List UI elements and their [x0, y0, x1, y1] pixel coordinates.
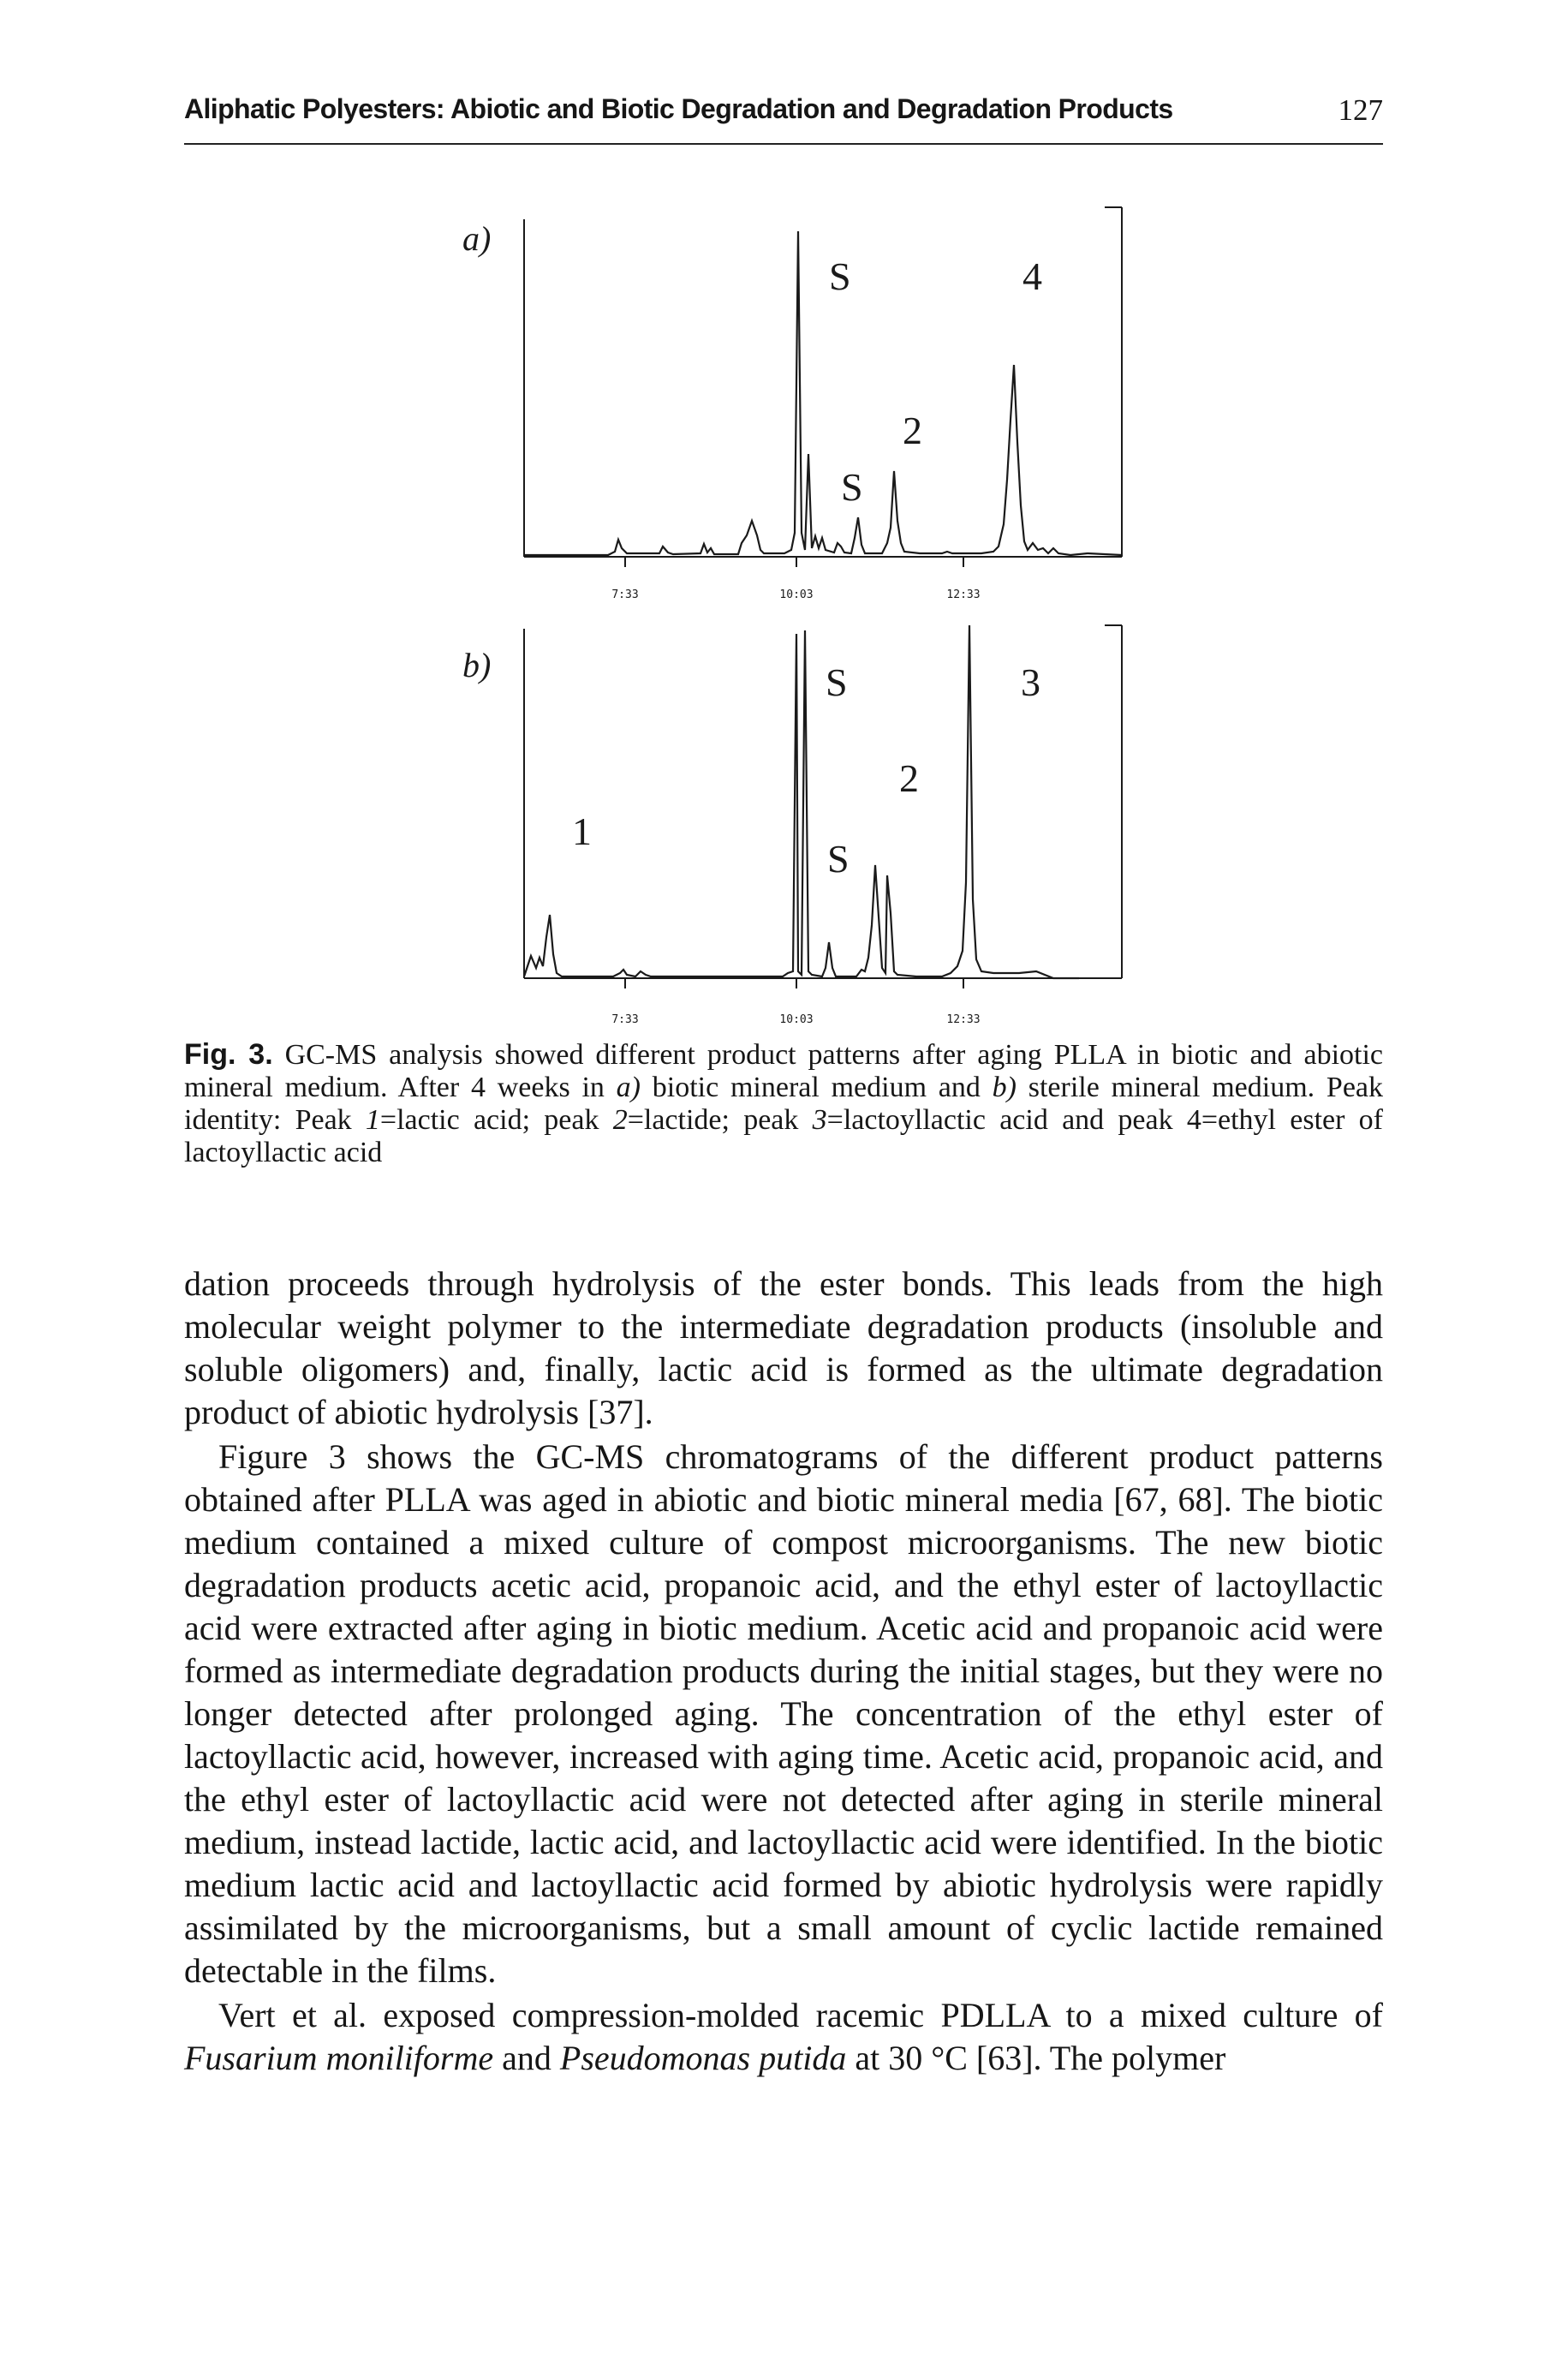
- species-name: Fusarium moniliforme: [184, 2039, 494, 2077]
- caption-text: =lactide; peak: [627, 1104, 813, 1136]
- panel-b-tick-label: 10:03: [779, 1013, 813, 1026]
- panel-b-peak-label: 1: [572, 809, 592, 853]
- panel-b-peak-label: 2: [899, 756, 919, 800]
- caption-text: biotic mineral medium and: [641, 1072, 993, 1103]
- paragraph-text: at 30 °C [63]. The polymer: [846, 2039, 1226, 2077]
- running-head: Aliphatic Polyesters: Abiotic and Biotic…: [184, 90, 1383, 145]
- panel-b-tick-label: 12:33: [946, 1013, 980, 1026]
- caption-panel-ref: a): [616, 1072, 641, 1103]
- panel-a-peak-label: S: [841, 465, 863, 509]
- panel-a-trace: [524, 230, 1123, 557]
- panel-b-peak-label: S: [827, 837, 850, 881]
- caption-peak-ref: 3: [812, 1104, 827, 1136]
- caption-text: =lactic acid; peak: [379, 1104, 613, 1136]
- caption-text: =lactoyllactic acid and peak 4=ethyl est…: [184, 1104, 1384, 1168]
- caption-peak-ref: 2: [612, 1104, 628, 1136]
- paragraph: dation proceeds through hydrolysis of th…: [184, 1264, 1383, 1431]
- panel-a-peak-label: 4: [1022, 254, 1042, 298]
- figure-3: a) S 4 2 S 7:33 10:03 12:33 b) S 3 2 1 S…: [402, 197, 1173, 1036]
- panel-b-peak-label: S: [826, 660, 848, 704]
- paragraph-text: and: [493, 2039, 560, 2077]
- panel-a-peak-label: 2: [903, 409, 922, 452]
- caption-label: Fig. 3.: [184, 1038, 273, 1071]
- chromatogram-figure: a) S 4 2 S 7:33 10:03 12:33 b) S 3 2 1 S…: [462, 206, 1123, 1026]
- caption-text: sterile mineral medium. Peak identity: P…: [184, 1072, 1384, 1136]
- panel-a-tick-label: 12:33: [946, 588, 980, 601]
- panel-b-label: b): [462, 646, 491, 684]
- paragraph: Vert et al. exposed compression-molded r…: [184, 1994, 1383, 2080]
- running-title: Aliphatic Polyesters: Abiotic and Biotic…: [184, 93, 1173, 124]
- caption-text: GC-MS analysis showed different product …: [184, 1039, 1383, 1103]
- panel-b-peak-label: 3: [1021, 660, 1040, 704]
- figure-caption: Fig. 3. GC-MS analysis showed different …: [184, 1038, 1383, 1169]
- paragraph: Figure 3 shows the GC-MS chromatograms o…: [184, 1437, 1383, 1990]
- paragraph-text: Vert et al. exposed compression-molded r…: [218, 1996, 1383, 2034]
- panel-b-trace: [522, 624, 1079, 980]
- caption-peak-ref: 1: [365, 1104, 380, 1136]
- panel-a-label: a): [462, 219, 491, 258]
- panel-a-tick-label: 7:33: [611, 588, 638, 601]
- body-text: dation proceeds through hydrolysis of th…: [184, 1263, 1383, 2080]
- species-name: Pseudomonas putida: [559, 2039, 847, 2077]
- panel-b-tick-label: 7:33: [611, 1013, 638, 1026]
- caption-panel-ref: b): [992, 1072, 1017, 1103]
- panel-a-peak-label: S: [829, 254, 851, 298]
- panel-a-tick-label: 10:03: [779, 588, 813, 601]
- page-number: 127: [1338, 93, 1384, 127]
